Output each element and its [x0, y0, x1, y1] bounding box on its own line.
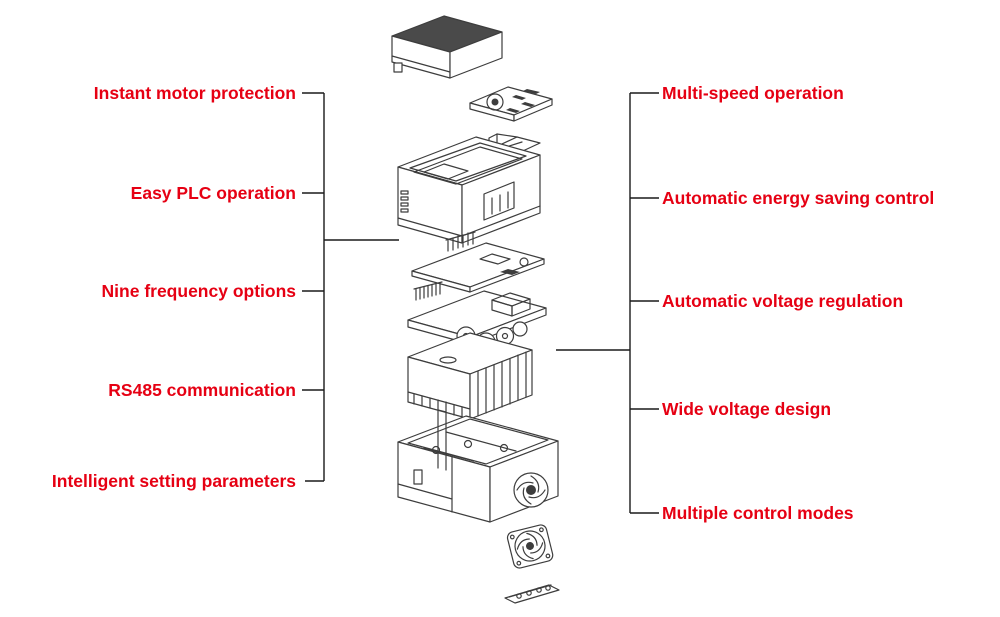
feature-label-right-2: Automatic voltage regulation [662, 291, 904, 311]
upper-housing-part [397, 136, 541, 244]
feature-label-left-0: Instant motor protection [93, 83, 296, 103]
terminal-block-part [504, 584, 560, 604]
feature-label-right-3: Wide voltage design [662, 399, 832, 419]
feature-label-left-4: Intelligent setting parameters [51, 471, 296, 491]
cooling-fan-part [506, 524, 554, 569]
feature-label-right-1: Automatic energy saving control [662, 188, 935, 208]
heatsink-part [407, 332, 533, 420]
control-board-part [411, 231, 545, 293]
feature-label-left-3: RS485 communication [108, 380, 296, 400]
callout-lines-right [556, 92, 659, 514]
feature-label-left-2: Nine frequency options [101, 281, 296, 301]
callout-lines-left [302, 92, 399, 482]
lower-housing-part [397, 409, 559, 523]
feature-label-right-0: Multi-speed operation [662, 83, 844, 103]
device-parts [391, 15, 560, 604]
feature-label-right-4: Multiple control modes [662, 503, 854, 523]
top-cover-part [391, 15, 503, 79]
feature-label-left-1: Easy PLC operation [130, 183, 296, 203]
keypad-part [469, 86, 553, 122]
